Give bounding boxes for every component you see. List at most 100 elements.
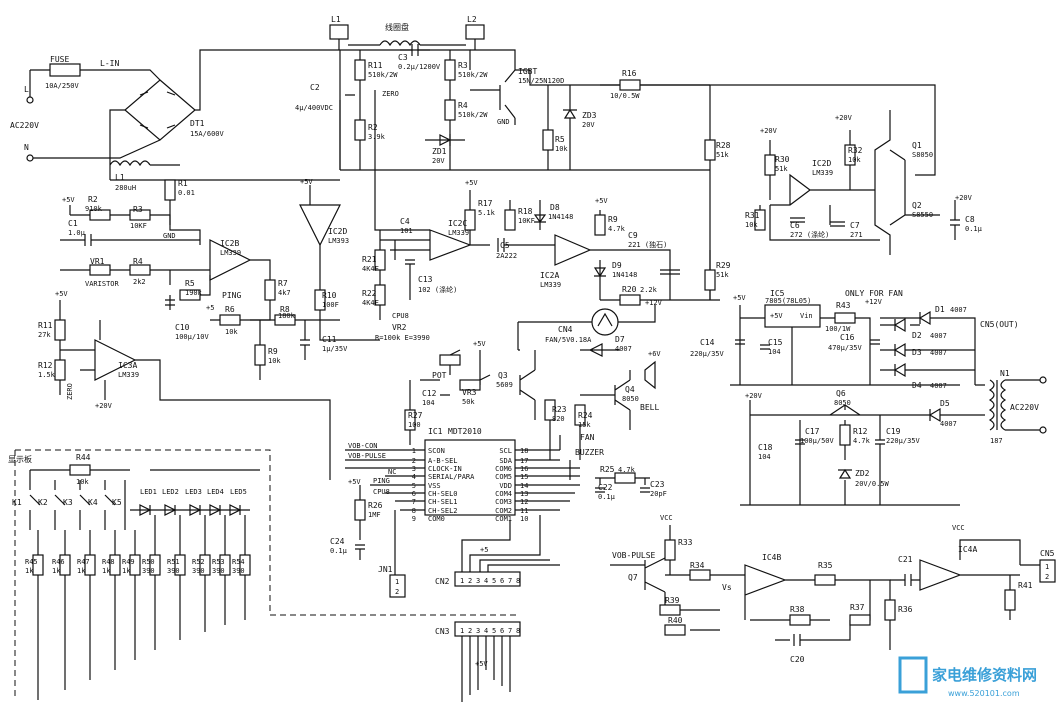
label-ic2a: IC2A (540, 271, 559, 280)
ic1-pin-name-right: COM2 (495, 507, 512, 515)
label-k5: K5 (112, 498, 122, 507)
display-resistor-name: R52 (192, 558, 205, 566)
label-r26: R26 (368, 501, 383, 510)
label-cn4: CN4 (558, 325, 573, 334)
label-c21: C21 (898, 555, 913, 564)
label-r25: R25 (600, 465, 615, 474)
watermark-url: www.520101.com (948, 689, 1020, 698)
label-vs: Vs (722, 583, 732, 592)
label-zd2: ZD2 (855, 469, 870, 478)
cn3-pin-number: 2 (468, 627, 472, 635)
label-vr2-val: R=100k E=3990 (375, 334, 430, 342)
label-d4-val: 4007 (930, 382, 947, 390)
label-r32-val: 10k (848, 156, 861, 164)
label-r38: R38 (790, 605, 805, 614)
label-vr2: VR2 (392, 323, 407, 332)
label-zd1-val: 20V (432, 157, 445, 165)
label-plus5v-d: +5V (300, 178, 313, 186)
label-fuse-val: 10A/250V (45, 82, 80, 90)
label-r4b: R4 (133, 257, 143, 266)
label-r29: R29 (716, 261, 731, 270)
label-ac220v-r: AC220V (1010, 403, 1039, 412)
watermark: 家电维修资料网 www.520101.com (898, 656, 1037, 698)
label-c8: C8 (965, 215, 975, 224)
label-c4: C4 (400, 217, 410, 226)
label-r37: R37 (850, 603, 865, 612)
cn2-pin-number: 4 (484, 577, 488, 585)
fuse-symbol (49, 63, 81, 77)
label-r6-val: 10k (225, 328, 238, 336)
display-resistor-name: R53 (212, 558, 225, 566)
display-resistor-value: 1k (122, 567, 131, 575)
label-r44: R44 (76, 453, 91, 462)
label-c9: C9 (628, 231, 638, 240)
label-k4: K4 (88, 498, 98, 507)
label-zd3-val: 20V (582, 121, 595, 129)
ic1-pin-name-left: SCON (428, 447, 445, 455)
label-dt1: DT1 (190, 119, 205, 128)
label-r4: R4 (458, 101, 468, 110)
label-d9-val: 1N4148 (612, 271, 637, 279)
label-gnd-top: GND (497, 118, 510, 126)
label-n1-val: 187 (990, 437, 1003, 445)
watermark-text: 家电维修资料网 (932, 666, 1037, 684)
ic1-input-label: NC (388, 468, 396, 476)
label-r43: R43 (836, 301, 851, 310)
jn1-pin-number: 1 (395, 578, 399, 586)
label-dt1-val: 15A/600V (190, 130, 225, 138)
label-ic5-val: 7805(78L05) (765, 297, 811, 305)
label-d9: D9 (612, 261, 622, 270)
ic1-pin-number-right: 10 (520, 515, 528, 523)
label-c17-val: 100μ/50V (800, 437, 835, 445)
label-fan: FAN (580, 433, 595, 442)
ic1-input-label: CPU8 (373, 488, 390, 496)
label-c20: C20 (790, 655, 805, 664)
label-r41: R41 (1018, 581, 1033, 590)
label-ic5-vin: Vin (800, 312, 813, 320)
label-r28: R28 (716, 141, 731, 150)
label-plus5v-k: +5V (475, 660, 488, 668)
ic1-pin-number-right: 15 (520, 473, 528, 481)
label-plus20v-c: +20V (835, 114, 853, 122)
display-resistor-name: R46 (52, 558, 65, 566)
label-led4: LED4 (207, 488, 224, 496)
label-c11: C11 (322, 335, 337, 344)
label-vcc-a: VCC (660, 514, 673, 522)
label-ic5: IC5 (770, 289, 785, 298)
display-resistor-name: R50 (142, 558, 155, 566)
label-c19: C19 (886, 427, 901, 436)
label-r12b-val: 4.7k (853, 437, 871, 445)
label-d3: D3 (912, 348, 922, 357)
labels: L-IN FUSE 10A/250V L AC220V N DT1 15A/60… (8, 15, 1055, 668)
ac-terminal-l (26, 96, 34, 104)
label-r27: R27 (408, 411, 423, 420)
label-d8-val: 1N4148 (548, 213, 573, 221)
display-resistor-name: R47 (77, 558, 90, 566)
label-r20: R20 (622, 285, 637, 294)
label-r22-val: 4K4F (362, 299, 379, 307)
label-c2-val: 4μ/400VDC (295, 104, 333, 112)
label-ic2b: IC2B (220, 239, 239, 248)
ic1-pin-number-right: 16 (520, 465, 528, 473)
label-pot: POT (432, 371, 447, 380)
label-ic2d: IC2D (328, 227, 347, 236)
label-r22: R22 (362, 289, 377, 298)
ic1-pin-name-right: COM1 (495, 515, 512, 523)
label-igbt-val: 15N/25N120D (518, 77, 564, 85)
label-r2b: R2 (88, 195, 98, 204)
cn3-pin-number: 5 (492, 627, 496, 635)
display-resistor-value: 390 (167, 567, 180, 575)
ic1-input-label: VOB-CON (348, 442, 378, 450)
label-r3-val: 510k/2W (458, 71, 488, 79)
label-ic4b: IC4B (762, 553, 781, 562)
label-r16: R16 (622, 69, 637, 78)
label-r30: R30 (775, 155, 790, 164)
label-r20-val: 2.2k (640, 286, 658, 294)
label-ic3a: IC3A (118, 361, 137, 370)
label-q3: Q3 (498, 371, 508, 380)
label-plus20v-e: +20V (745, 392, 763, 400)
label-r32: R32 (848, 146, 863, 155)
